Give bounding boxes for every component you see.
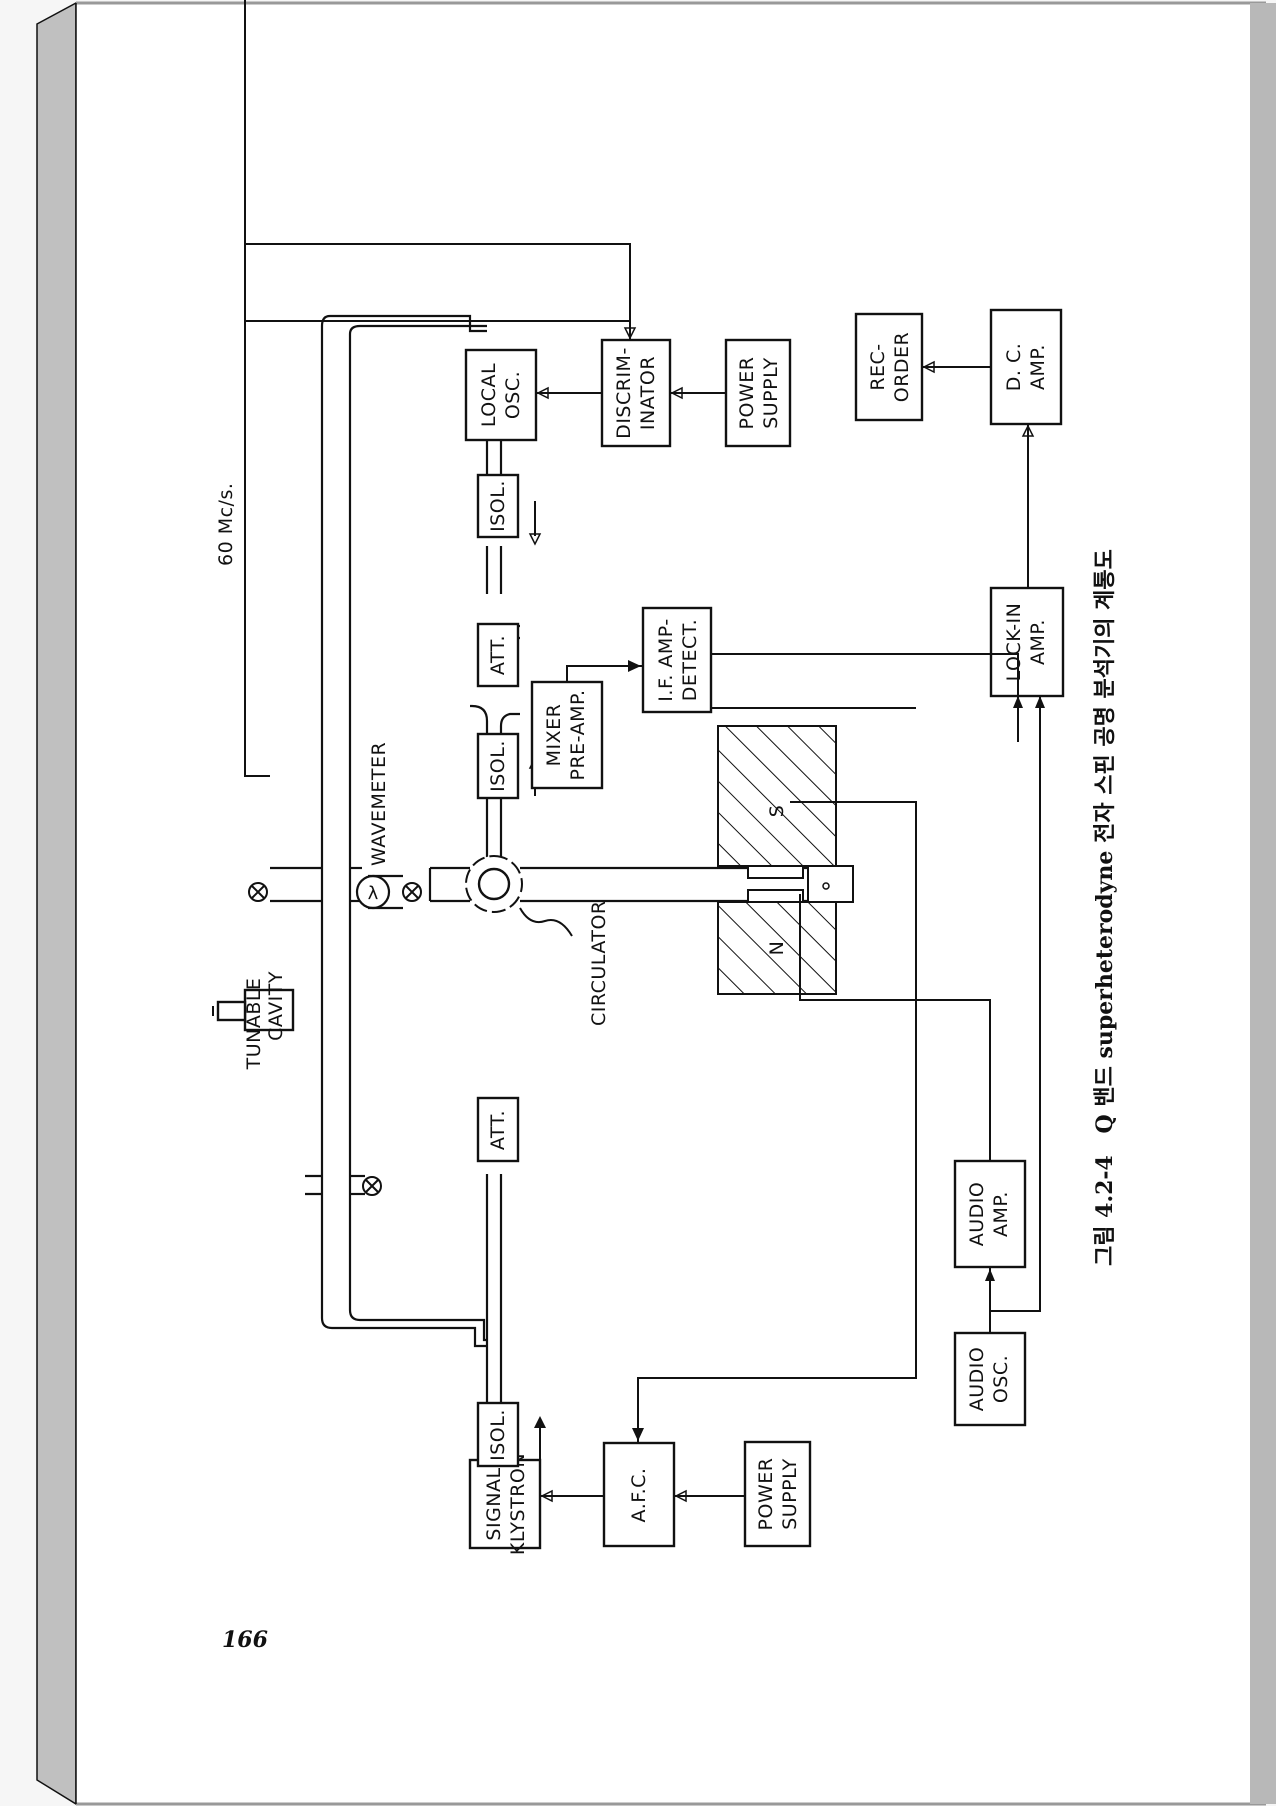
signal-connections xyxy=(244,243,1045,1503)
page-spine xyxy=(36,1,77,1806)
block-afc: A.F.C. xyxy=(602,1441,676,1548)
block-recorder: REC-ORDER xyxy=(854,312,924,422)
svg-text:ISOL.: ISOL. xyxy=(487,480,509,532)
wavemeter-label: WAVEMETER xyxy=(368,742,390,866)
svg-text:ATT.: ATT. xyxy=(487,635,509,675)
svg-text:I.F. AMP-DETECT.: I.F. AMP-DETECT. xyxy=(655,618,701,701)
magnet-pole-s xyxy=(717,725,837,867)
waveguide-branch xyxy=(270,314,487,1348)
circulator-icon xyxy=(465,855,523,913)
wavemeter-icon: λ xyxy=(355,874,403,910)
frequency-label: 60 Mc/s. xyxy=(215,483,237,566)
circulator-label: CIRCULATOR xyxy=(588,900,610,1026)
crystal-detector-icon xyxy=(362,1176,382,1196)
block-discriminator: DISCRIM-INATOR xyxy=(600,338,672,448)
circulator-pointer xyxy=(519,907,573,937)
block-dc-amplifier: D. C.AMP. xyxy=(989,308,1063,426)
block-isolator-1: ISOL. xyxy=(476,1401,546,1471)
svg-text:REC-ORDER: REC-ORDER xyxy=(867,332,913,403)
block-attenuator-2: ATT. xyxy=(476,622,520,688)
svg-text:ISOL.: ISOL. xyxy=(487,1409,509,1461)
figure-caption: 그림 4.2-4 Q 밴드 superheterodyne 전자 스핀 공명 분… xyxy=(1092,549,1118,1266)
block-attenuator-1: ATT. xyxy=(476,1096,520,1163)
esr-block-diagram: λ TUNABLE CAVITY WAVEMETER 60 Mc/s. CIRC… xyxy=(212,0,1118,1555)
page-right-shadow xyxy=(1250,3,1276,1804)
svg-text:λ: λ xyxy=(368,883,379,904)
crystal-detector-icon xyxy=(248,882,268,902)
tunable-cavity-knob xyxy=(216,1000,247,1022)
crystal-detector-icon xyxy=(402,882,422,902)
svg-text:S: S xyxy=(766,805,788,818)
magnet-assembly: S N xyxy=(717,725,854,995)
tunable-cavity-label: TUNABLE CAVITY xyxy=(243,971,287,1070)
block-isolator-3: ISOL. xyxy=(476,473,542,546)
svg-text:D. C.AMP.: D. C.AMP. xyxy=(1003,343,1049,392)
svg-text:N: N xyxy=(766,941,788,956)
svg-text:ATT.: ATT. xyxy=(487,1110,509,1150)
svg-text:A.F.C.: A.F.C. xyxy=(628,1468,650,1523)
page-number: 166 xyxy=(222,1627,268,1653)
svg-text:DISCRIM-INATOR: DISCRIM-INATOR xyxy=(613,347,659,439)
block-if-amp-detector: I.F. AMP-DETECT. xyxy=(641,606,713,714)
svg-text:ISOL.: ISOL. xyxy=(487,740,509,792)
